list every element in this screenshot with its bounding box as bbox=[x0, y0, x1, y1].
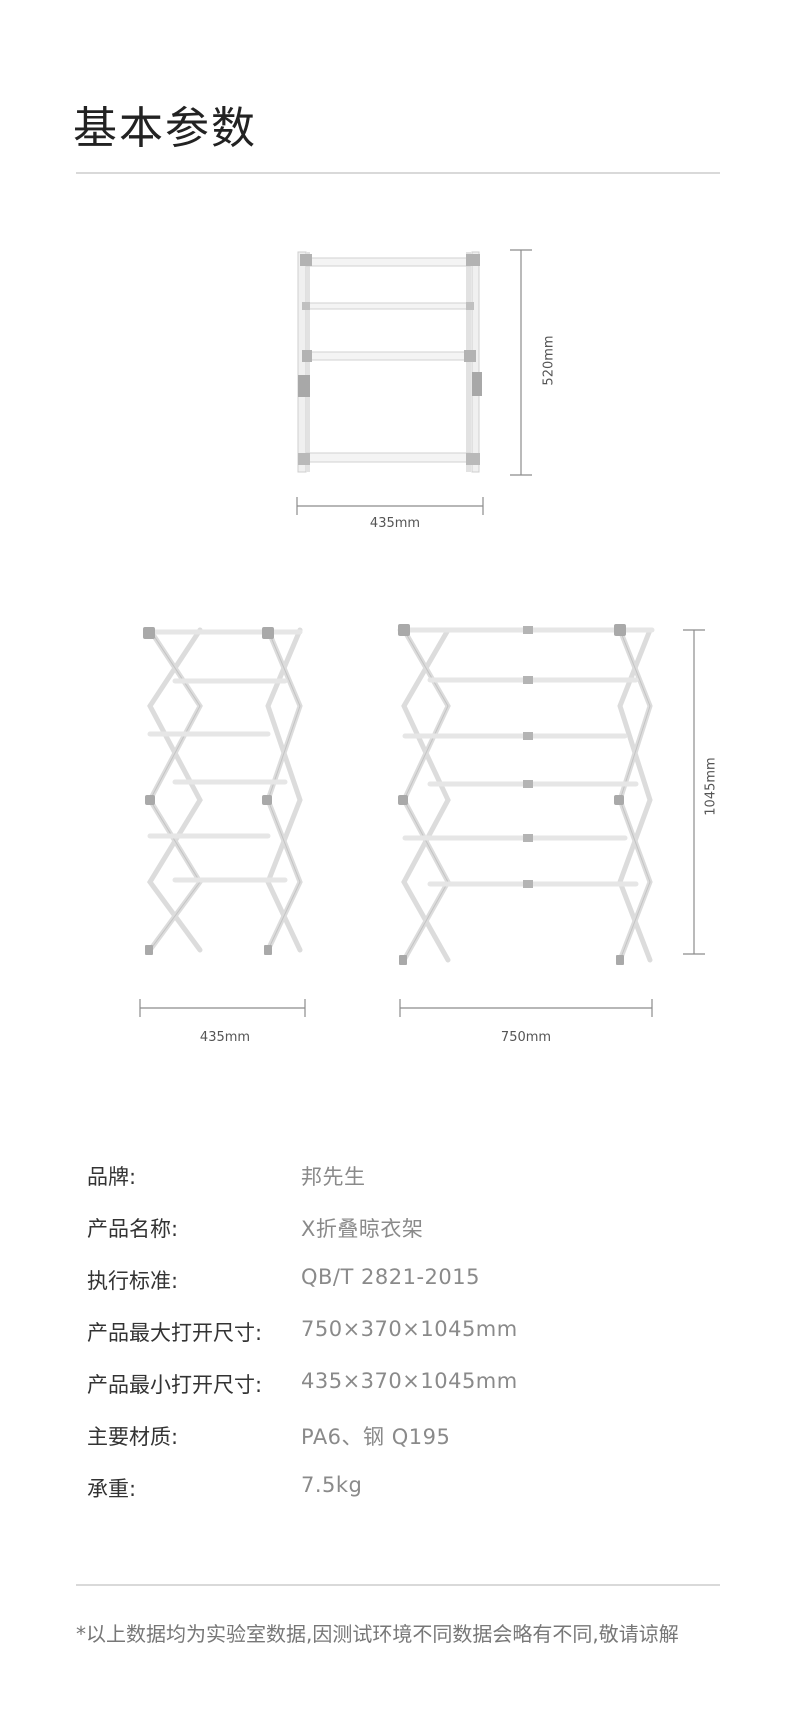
expanded-width-label: 750mm bbox=[500, 1030, 552, 1045]
spec-value: 435×370×1045mm bbox=[301, 1369, 518, 1393]
rack-height-label: 1045mm bbox=[703, 757, 719, 816]
spec-key: 产品最大打开尺寸: bbox=[87, 1321, 263, 1345]
spec-row-standard: 执行标准: QB/T 2821-2015 bbox=[87, 1265, 727, 1305]
spec-value: 750×370×1045mm bbox=[301, 1317, 518, 1341]
spec-value: X折叠晾衣架 bbox=[301, 1217, 424, 1241]
spec-value: 7.5kg bbox=[301, 1473, 363, 1497]
header-divider bbox=[76, 172, 720, 174]
spec-value: 邦先生 bbox=[301, 1165, 366, 1189]
top-view-width-label: 435mm bbox=[369, 516, 421, 531]
spec-key: 产品名称: bbox=[87, 1217, 179, 1241]
top-view-height-label: 520mm bbox=[541, 335, 557, 386]
expanded-width-dimension bbox=[399, 999, 653, 1017]
folded-width-dimension bbox=[139, 999, 306, 1017]
spec-row-min-size: 产品最小打开尺寸: 435×370×1045mm bbox=[87, 1369, 727, 1409]
top-view-rack bbox=[297, 251, 482, 473]
spec-row-load: 承重: 7.5kg bbox=[87, 1473, 727, 1513]
footer-divider bbox=[76, 1584, 720, 1586]
rack-height-dimension bbox=[683, 629, 705, 955]
top-view-height-dimension bbox=[510, 249, 532, 476]
spec-value: QB/T 2821-2015 bbox=[301, 1265, 480, 1289]
spec-row-brand: 品牌: 邦先生 bbox=[87, 1161, 727, 1201]
disclaimer-footnote: *以上数据均为实验室数据,因测试环境不同数据会略有不同,敬请谅解 bbox=[76, 1622, 679, 1646]
folded-rack bbox=[143, 627, 303, 955]
spec-value: PA6、钢 Q195 bbox=[301, 1425, 451, 1449]
expanded-rack bbox=[397, 624, 655, 965]
product-dimension-figure bbox=[139, 249, 705, 1017]
spec-row-max-size: 产品最大打开尺寸: 750×370×1045mm bbox=[87, 1317, 727, 1357]
folded-width-label: 435mm bbox=[199, 1030, 251, 1045]
spec-row-product-name: 产品名称: X折叠晾衣架 bbox=[87, 1213, 727, 1253]
spec-key: 产品最小打开尺寸: bbox=[87, 1373, 263, 1397]
spec-row-material: 主要材质: PA6、钢 Q195 bbox=[87, 1421, 727, 1461]
page-title: 基本参数 bbox=[73, 103, 257, 154]
spec-key: 品牌: bbox=[87, 1165, 137, 1189]
spec-key: 主要材质: bbox=[87, 1425, 179, 1449]
spec-key: 执行标准: bbox=[87, 1269, 179, 1293]
top-view-width-dimension bbox=[296, 497, 484, 515]
spec-key: 承重: bbox=[87, 1477, 137, 1501]
